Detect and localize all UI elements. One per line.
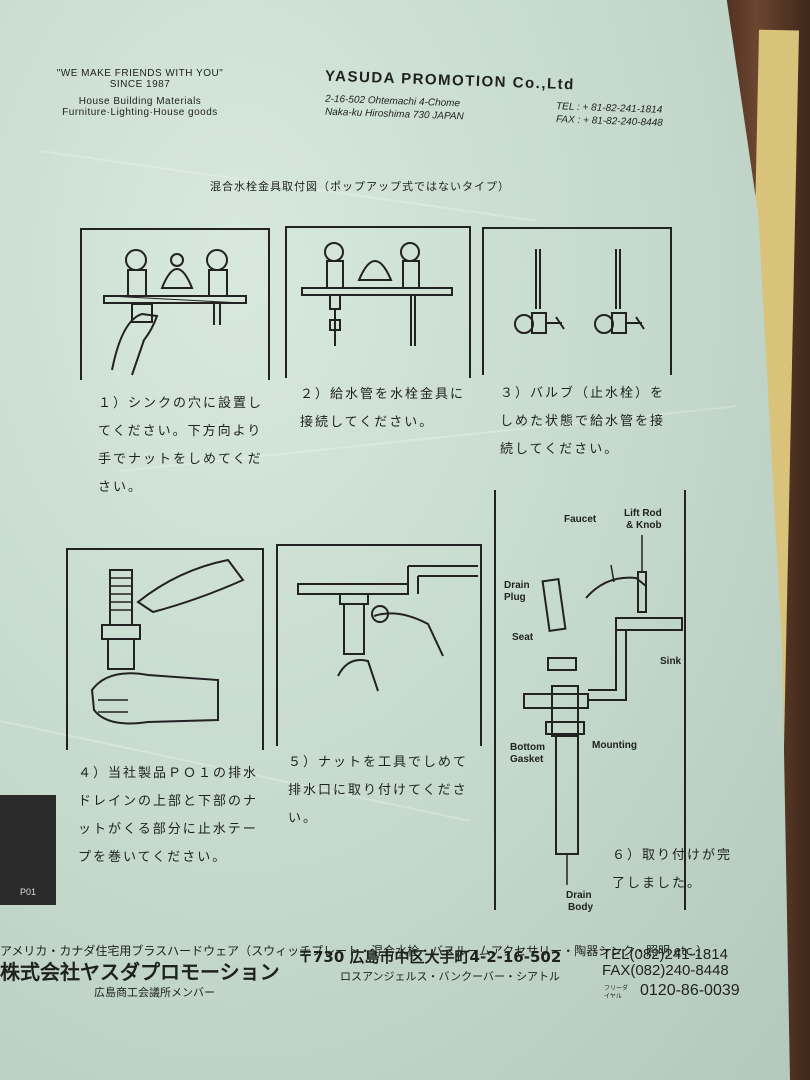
step-6-assembly-diagram: Faucet Lift Rod & Knob Drain Plug Seat S… xyxy=(494,490,686,913)
products-line-2: Furniture·Lighting·House goods xyxy=(62,107,218,118)
label-drain-body-2: Body xyxy=(568,902,593,913)
products-line-1: House Building Materials xyxy=(78,96,202,107)
since-year: SINCE 1987 xyxy=(109,79,171,90)
step-6-text: ６）取り付けが完了しました。 xyxy=(612,848,733,891)
label-bottom-gasket-1: Bottom xyxy=(510,742,545,753)
tel-number: TEL : + 81-82-241-1814 xyxy=(555,101,663,116)
faucet-install-drawing xyxy=(103,249,247,376)
step-4-illustration xyxy=(66,548,264,750)
footer-tel: TEL(082)241-1814 xyxy=(602,946,728,963)
fax-number: FAX : + 81-82-240-8448 xyxy=(555,114,663,129)
step-5-text: ５）ナットを工具でしめて排水口に取り付けてください。 xyxy=(288,755,469,826)
label-drain-body-1: Drain xyxy=(566,890,592,901)
tape-wrap-drawing xyxy=(90,558,245,725)
wrench-tighten-drawing xyxy=(297,565,478,692)
step-3-text: ３）バルブ（止水栓）をしめた状態で給水管を接続してください。 xyxy=(500,386,666,457)
footer-address-jp: 〒730 広島市中区大手町4-2-16-502 xyxy=(298,948,562,966)
label-sink: Sink xyxy=(660,656,682,667)
step-5-illustration xyxy=(276,544,482,746)
drain-assembly-drawing xyxy=(523,535,683,885)
label-mounting: Mounting xyxy=(592,740,637,751)
instruction-sheet: "WE MAKE FRIENDS WITH YOU" SINCE 1987 Ho… xyxy=(0,0,790,1080)
supply-pipe-drawing xyxy=(301,242,453,346)
footer-products: アメリカ・カナダ住宅用ブラスハードウェア（スウィッチプレート・混合水栓・バスルー… xyxy=(0,944,709,958)
company-name: YASUDA PROMOTION Co.,Ltd xyxy=(324,67,576,94)
footer-freedial-label: フリーダイヤル xyxy=(604,985,629,1000)
company-slogan-block: "WE MAKE FRIENDS WITH YOU" SINCE 1987 Ho… xyxy=(50,68,230,118)
page-title: 混合水栓金具取付図（ポップアップ式ではないタイプ） xyxy=(210,180,510,193)
step-1-illustration xyxy=(80,228,270,380)
label-lift-rod-1: Lift Rod xyxy=(624,508,662,519)
step-4-text: ４）当社製品ＰＯ１の排水ドレインの上部と下部のナットがくる部分に止水テープを巻い… xyxy=(78,766,259,865)
step-1-text: １）シンクの穴に設置してください。下方向より手でナットをしめてください。 xyxy=(98,396,264,495)
label-drain-plug-1: Drain xyxy=(504,580,530,591)
step-3-illustration xyxy=(482,227,672,375)
label-drain-plug-2: Plug xyxy=(504,592,526,603)
footer-chamber: 広島商工会議所メンバー xyxy=(94,986,215,999)
label-seat: Seat xyxy=(512,632,534,643)
product-code: P01 xyxy=(20,887,37,897)
label-bottom-gasket-2: Gasket xyxy=(510,754,544,765)
step-2-illustration xyxy=(285,226,471,378)
slogan: "WE MAKE FRIENDS WITH YOU" xyxy=(56,68,224,79)
footer-freedial-number: 0120-86-0039 xyxy=(640,982,740,999)
label-faucet: Faucet xyxy=(564,514,597,525)
step-2-text: ２）給水管を水栓金具に接続してください。 xyxy=(300,387,466,430)
footer-cities: ロスアンジェルス・バンクーバー・シアトル xyxy=(340,970,560,983)
footer-company-jp: 株式会社ヤスダプロモーション xyxy=(0,960,280,984)
label-lift-rod-2: & Knob xyxy=(626,520,662,531)
product-p01-photo: P01 xyxy=(0,795,56,905)
valve-drawing xyxy=(514,249,645,334)
address-line-2: Naka-ku Hiroshima 730 JAPAN xyxy=(324,106,464,123)
footer-fax: FAX(082)240-8448 xyxy=(602,962,729,979)
